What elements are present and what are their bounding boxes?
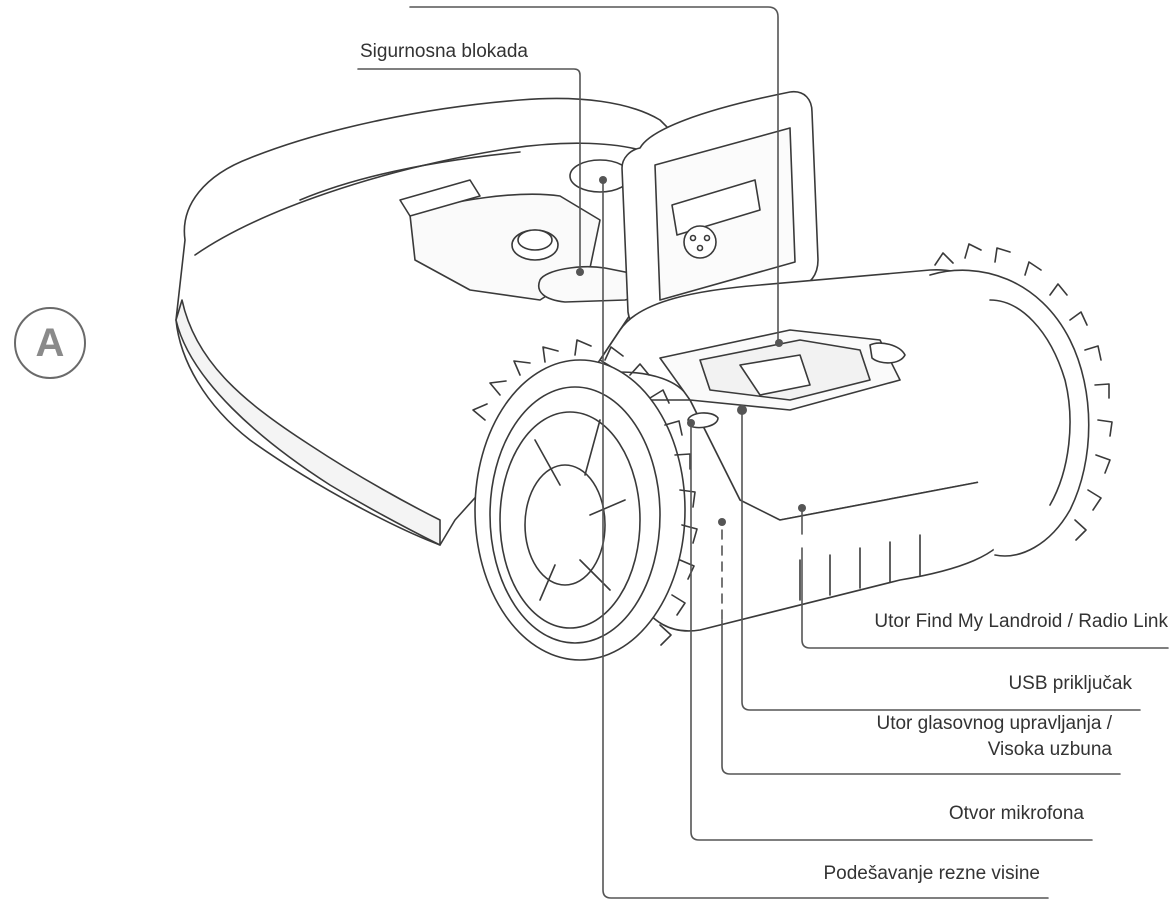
label-voice-control-line1: Utor glasovnog upravljanja / [876,713,1112,734]
leader-voice [721,619,1121,775]
hood-inner [299,151,521,201]
label-usb-port: USB priključak [1008,673,1132,694]
label-microphone: Otvor mikrofona [948,803,1084,824]
leader-microphone [690,422,1093,841]
label-find-my-landroid: Utor Find My Landroid / Radio Link [874,611,1168,632]
right-wheel [929,269,1090,557]
label-security-lock: Sigurnosna blokada [360,41,528,62]
panel-slot [399,179,481,217]
label-cutting-height: Podešavanje rezne visine [823,863,1040,884]
top-marker [775,339,783,347]
leader-top [409,6,779,344]
figure-badge: A [14,307,86,379]
hood-skirt [175,299,441,546]
voice-control-dot [718,518,726,526]
leader-security-lock [357,68,581,273]
lid-connector [683,225,717,259]
label-voice-control-line2: Visoka uzbuna [987,739,1112,760]
left-wheel [474,359,686,661]
hood-ridge [194,142,641,256]
leader-usb [741,409,1141,711]
chassis-vents [799,534,921,601]
microphone-hole [687,412,719,429]
leader-cutting-height [602,179,1049,899]
